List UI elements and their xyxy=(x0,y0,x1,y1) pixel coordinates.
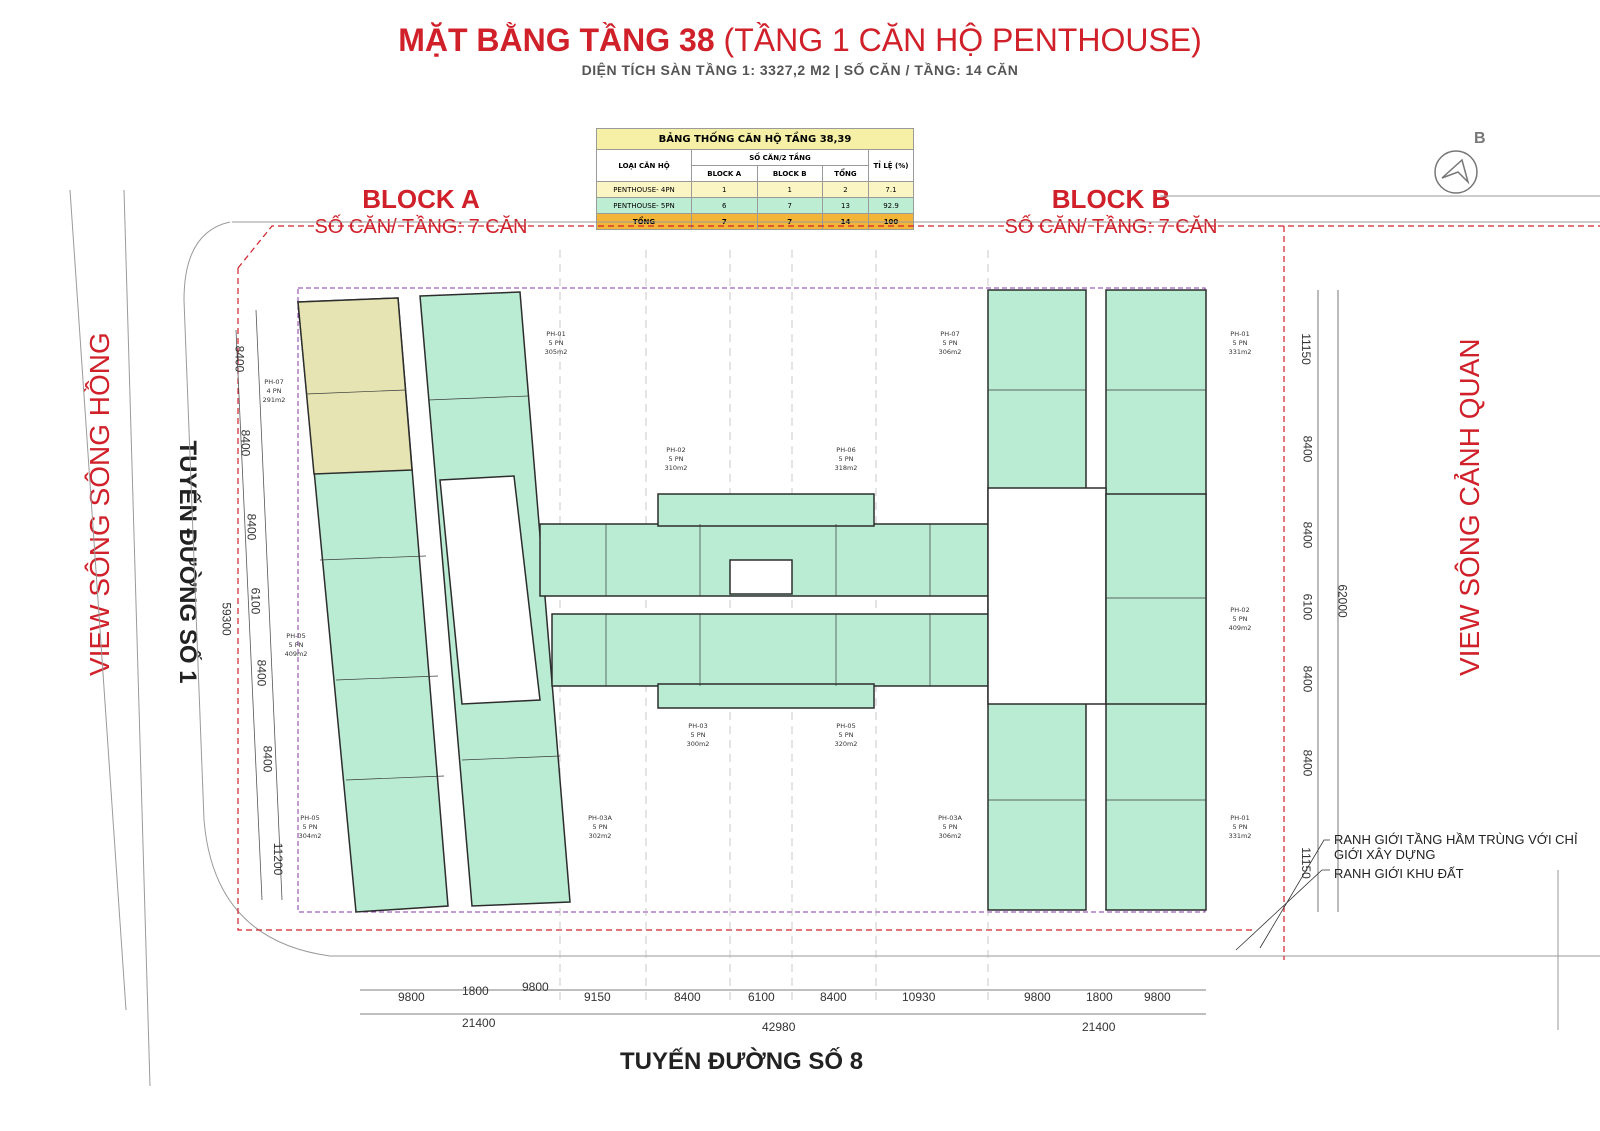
dim-bottom: 1800 xyxy=(462,984,489,998)
dim-bottom: 9800 xyxy=(398,990,425,1004)
dim-left: 6100 xyxy=(248,587,263,615)
dim-bottom: 1800 xyxy=(1086,990,1113,1004)
dim-bottom: 9800 xyxy=(1024,990,1051,1004)
table-cell: 1 xyxy=(691,181,758,198)
page-subtitle: DIỆN TÍCH SÀN TẦNG 1: 3327,2 M2 | SỐ CĂN… xyxy=(581,62,1019,78)
dim-right: 8400 xyxy=(1300,521,1315,549)
dim-right: 11150 xyxy=(1298,333,1313,365)
dim-bottom-total: 21400 xyxy=(462,1016,496,1030)
dim-bottom: 8400 xyxy=(820,990,847,1004)
title-sub: (TẦNG 1 CĂN HỘ PENTHOUSE) xyxy=(714,22,1202,58)
compass-letter: B xyxy=(1474,130,1486,147)
table-subheader-b: BLOCK B xyxy=(756,165,823,182)
block-b-title: BLOCK B xyxy=(1051,184,1171,214)
dim-bottom: 9800 xyxy=(1144,990,1171,1004)
road-bottom-label: TUYẾN ĐƯỜNG SỐ 8 xyxy=(620,1048,864,1075)
legend-basement-boundary: RANH GIỚI TẦNG HẦM TRÙNG VỚI CHỈ GIỚI XÂ… xyxy=(1334,832,1578,862)
dim-right: 8400 xyxy=(1300,665,1315,693)
legend-site-boundary: RANH GIỚI KHU ĐẤT xyxy=(1334,866,1464,881)
dim-bottom: 8400 xyxy=(674,990,701,1004)
table-cell: 2 xyxy=(821,181,870,198)
north-arrow-icon xyxy=(1434,150,1478,194)
page-title: MẶT BẰNG TẦNG 38 (TẦNG 1 CĂN HỘ PENTHOUS… xyxy=(0,22,1600,59)
table-cell: 7 xyxy=(756,197,823,214)
dim-left: 11200 xyxy=(271,842,286,876)
dim-right: 11150 xyxy=(1298,847,1313,879)
dim-left: 8400 xyxy=(254,659,269,687)
dim-right-total: 62000 xyxy=(1335,584,1350,618)
dim-left: 8400 xyxy=(244,513,259,541)
dim-right: 8400 xyxy=(1300,435,1315,463)
table-caption: BẢNG THỐNG CĂN HỘ TẦNG 38,39 xyxy=(596,128,914,150)
dim-bottom: 9150 xyxy=(584,990,611,1004)
title-main: MẶT BẰNG TẦNG 38 xyxy=(398,22,715,58)
table-header-count: SỐ CĂN/2 TẦNG xyxy=(691,149,869,166)
dim-left: 8400 xyxy=(238,429,253,457)
table-cell: 6 xyxy=(691,197,758,214)
dim-bottom-total: 42980 xyxy=(762,1020,796,1034)
dim-bottom: 6100 xyxy=(748,990,775,1004)
dim-bottom: 9800 xyxy=(522,980,549,994)
dim-bottom: 10930 xyxy=(902,990,936,1004)
dim-left: 8400 xyxy=(260,745,275,773)
block-a-title: BLOCK A xyxy=(362,184,480,214)
table-header-ratio: TỈ LỆ (%) xyxy=(868,149,914,182)
table-row: PENTHOUSE- 5PN 6 7 13 92.9 xyxy=(596,197,914,214)
dim-right: 6100 xyxy=(1300,593,1315,621)
dim-bottom-total: 21400 xyxy=(1082,1020,1116,1034)
table-cell: PENTHOUSE- 4PN xyxy=(596,181,692,198)
dim-right: 8400 xyxy=(1300,749,1315,777)
dim-left-total: 59300 xyxy=(219,602,234,636)
table-cell: 7.1 xyxy=(868,181,914,198)
table-subheader-total: TỔNG xyxy=(821,165,870,182)
dim-left: 8400 xyxy=(232,345,247,373)
table-cell: PENTHOUSE- 5PN xyxy=(596,197,692,214)
